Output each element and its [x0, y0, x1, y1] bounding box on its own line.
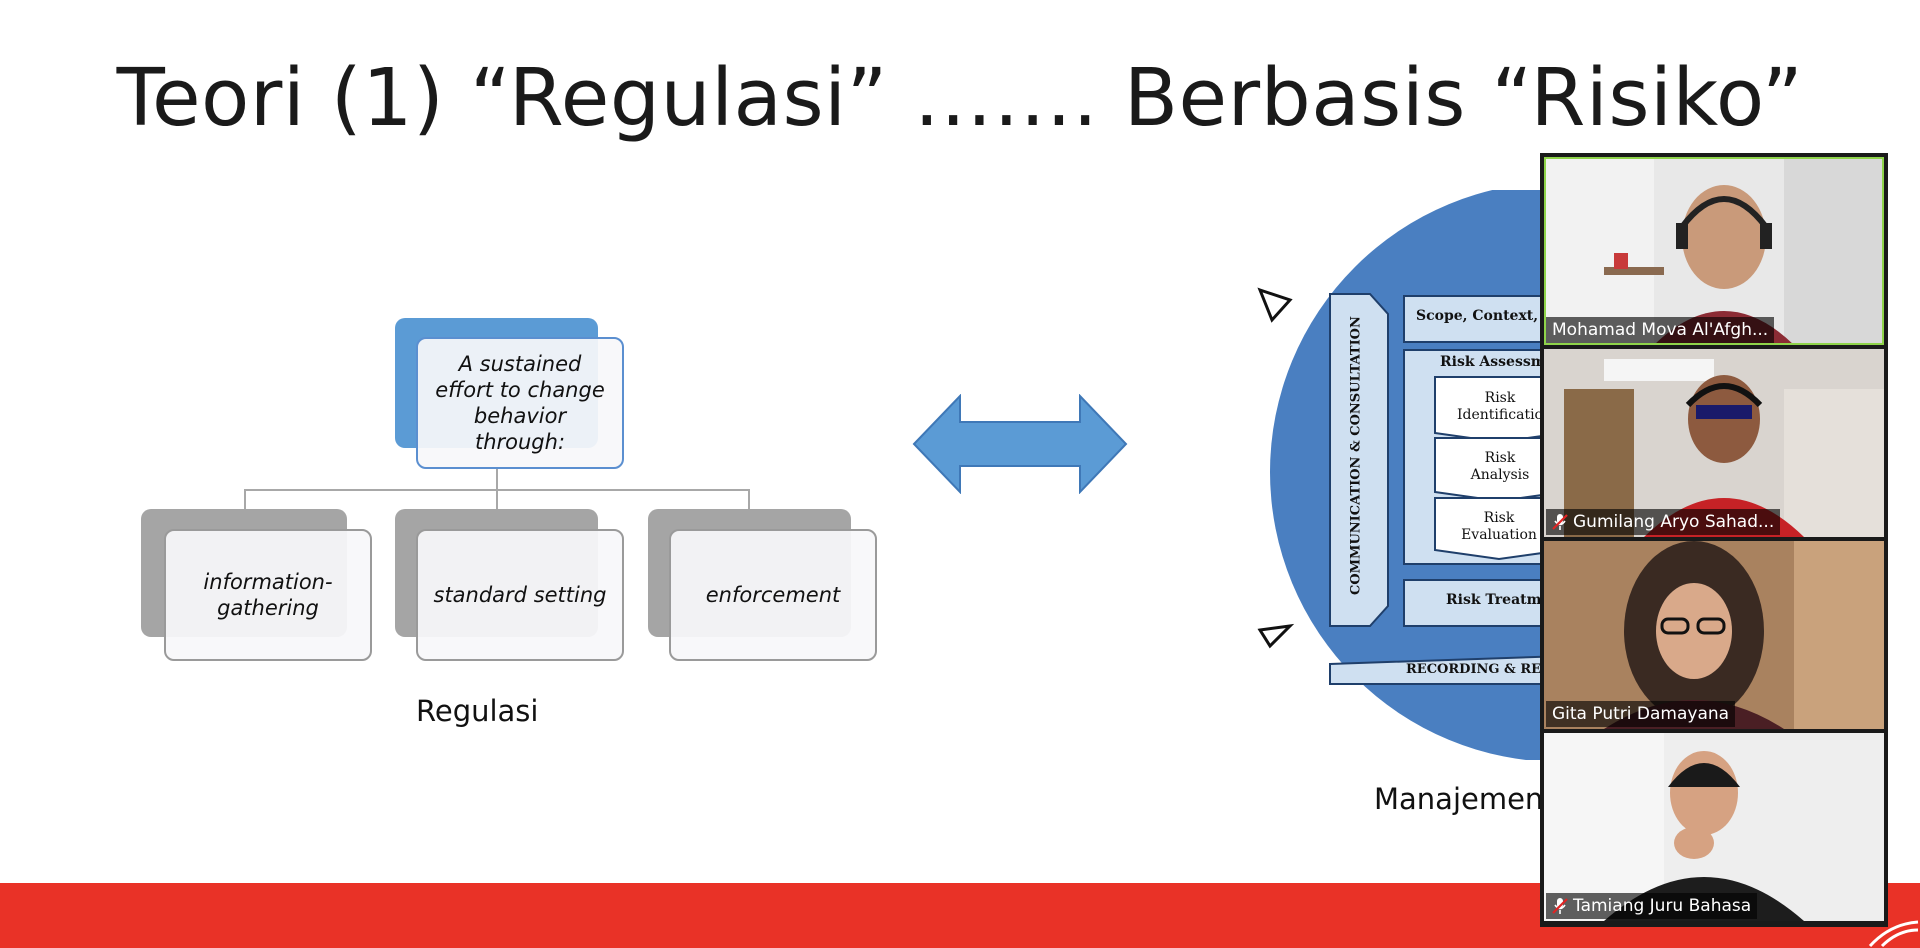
logo-mark-icon	[1868, 920, 1919, 948]
cycle-arrow-icon-top	[1257, 287, 1293, 323]
microphone-muted-icon	[1552, 898, 1568, 914]
double-arrow-icon	[912, 394, 1128, 494]
participant-name-4: Tamiang Juru Bahasa	[1573, 896, 1752, 916]
regulasi-top-text: A sustained effort to change behavior th…	[435, 352, 605, 454]
regulasi-child-text-1: information-gathering	[203, 570, 333, 620]
participant-name-bar-3: Gita Putri Damayana	[1546, 701, 1736, 727]
connector-left	[244, 489, 246, 509]
participant-tile-1[interactable]: Mohamad Mova Al'Afgh...	[1544, 157, 1884, 345]
assessment-label: Risk Assessme	[1440, 354, 1550, 370]
risk-circle-shape	[1257, 190, 1550, 760]
regulasi-child-box-2: standard setting	[416, 529, 624, 661]
cycle-arrow-icon-bottom	[1257, 623, 1295, 649]
participant-name-bar-4: Tamiang Juru Bahasa	[1546, 893, 1758, 919]
risk-management-diagram: COMMUNICATION & CONSULTATION Scope, Cont…	[1210, 190, 1550, 760]
scope-label: Scope, Context, C	[1416, 308, 1550, 324]
participant-name-bar-2: Gumilang Aryo Sahad...	[1546, 509, 1781, 535]
step-identification: Risk Identificatio	[1457, 390, 1543, 423]
participant-video-4	[1544, 733, 1884, 921]
treatment-label: Risk Treatme	[1446, 592, 1550, 608]
regulasi-child-text-3: enforcement	[705, 583, 841, 607]
communication-label: COMMUNICATION & CONSULTATION	[1348, 316, 1364, 595]
video-gallery: Mohamad Mova Al'Afgh... Gumilang Aryo Sa…	[1540, 153, 1888, 927]
step-analysis: Risk Analysis	[1470, 450, 1530, 483]
participant-video-2	[1544, 349, 1884, 537]
participant-video-1	[1544, 157, 1884, 345]
participant-tile-3[interactable]: Gita Putri Damayana	[1544, 541, 1884, 729]
regulasi-child-box-3: enforcement	[669, 529, 877, 661]
participant-name-bar-1: Mohamad Mova Al'Afgh...	[1546, 317, 1775, 343]
manajemen-caption: Manajemen	[1374, 782, 1544, 816]
participant-name-1: Mohamad Mova Al'Afgh...	[1552, 320, 1769, 340]
slide-title: Teori (1) “Regulasi” ……. Berbasis “Risik…	[116, 52, 1804, 144]
participant-tile-4[interactable]: Tamiang Juru Bahasa	[1544, 733, 1884, 921]
connector-stem	[496, 469, 498, 491]
participant-tile-2[interactable]: Gumilang Aryo Sahad...	[1544, 349, 1884, 537]
connector-middle	[496, 489, 498, 509]
step-evaluation: Risk Evaluation	[1461, 510, 1537, 543]
regulasi-child-text-2: standard setting	[433, 583, 607, 607]
connector-right	[748, 489, 750, 509]
regulasi-caption: Regulasi	[416, 694, 539, 728]
microphone-muted-icon	[1552, 514, 1568, 530]
regulasi-top-box: A sustained effort to change behavior th…	[416, 337, 624, 469]
participant-name-2: Gumilang Aryo Sahad...	[1573, 512, 1775, 532]
recording-label: RECORDING & REP	[1406, 662, 1550, 677]
regulasi-child-box-1: information-gathering	[164, 529, 372, 661]
participant-name-3: Gita Putri Damayana	[1552, 704, 1730, 724]
